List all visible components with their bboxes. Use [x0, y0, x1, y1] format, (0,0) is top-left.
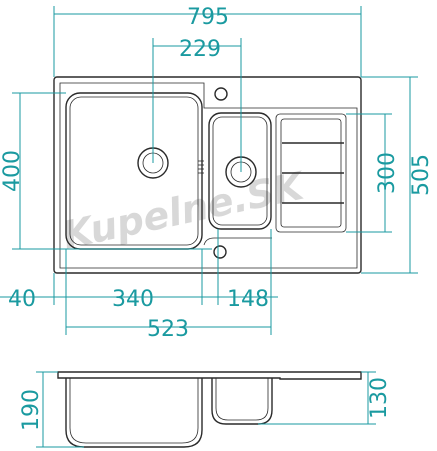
dimension-190: 190 — [19, 371, 84, 448]
small-bowl — [208, 112, 272, 230]
dim-label-229: 229 — [179, 37, 221, 62]
overflow-slots — [198, 160, 204, 174]
tap-hole-top — [214, 87, 228, 101]
side-rim — [57, 371, 362, 380]
sink-side-view — [57, 371, 362, 448]
dimension-300: 300 — [346, 113, 400, 233]
dim-label-148: 148 — [227, 287, 269, 312]
sink-outer-rim — [53, 76, 362, 274]
watermark-text: Kupelne.SK — [59, 163, 310, 257]
dimension-229: 229 — [152, 37, 242, 172]
dim-label-300: 300 — [375, 152, 400, 194]
dimension-130: 130 — [258, 371, 392, 425]
dim-label-795: 795 — [187, 5, 229, 30]
dimension-795: 795 — [53, 5, 362, 77]
sink-top-view — [53, 76, 362, 274]
dim-label-190: 190 — [19, 389, 44, 431]
small-bowl-lip — [203, 237, 272, 246]
side-main-bowl — [65, 378, 203, 448]
dim-label-523: 523 — [147, 317, 189, 342]
dimension-40-340-148: 40 340 148 — [0, 229, 278, 335]
dimension-505: 505 — [361, 76, 434, 274]
dimension-400: 400 — [0, 92, 212, 250]
dim-label-40: 40 — [8, 287, 36, 312]
side-small-bowl — [211, 378, 273, 425]
main-bowl-inner — [69, 96, 199, 246]
drainer-board — [275, 113, 347, 233]
small-bowl-inner — [212, 116, 268, 226]
tap-hole-bottom — [213, 245, 227, 259]
dimension-523: 523 — [66, 317, 271, 342]
dim-label-340: 340 — [112, 287, 154, 312]
dim-label-400: 400 — [0, 150, 25, 192]
dim-label-130: 130 — [367, 377, 392, 419]
sink-inner-rim — [59, 82, 358, 269]
dim-label-505: 505 — [409, 154, 434, 196]
